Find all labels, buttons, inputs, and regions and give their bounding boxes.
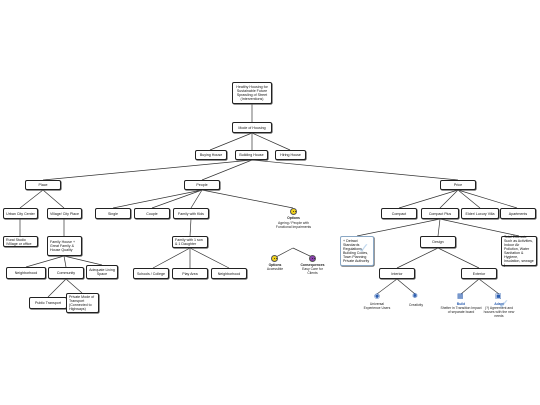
community-label: Community — [56, 271, 76, 275]
check-mark-icon-right: ✓ — [498, 296, 510, 312]
buying-house-node[interactable]: Buying House — [195, 150, 227, 160]
urban-city-center-node[interactable]: Urban City Center — [3, 208, 38, 219]
family-kids-detail-node[interactable]: Family with 1 son & 1 Daughter — [172, 236, 208, 248]
interior-node[interactable]: Interior — [379, 268, 415, 279]
adequate-living-space-node[interactable]: Adequate Living Space — [86, 265, 118, 279]
root-node-label: Healthy Housing for Sustainable Future S… — [236, 85, 268, 101]
adapt-title: Adapt — [494, 302, 504, 306]
apartments-node[interactable]: Apartments — [500, 208, 536, 219]
village-city-place-node[interactable]: Village/ City Place — [47, 208, 82, 219]
smile-icon-options-left — [271, 255, 278, 262]
elder-luxury-villa-label: Elder/ Luxury Villa — [465, 211, 495, 216]
design-label: Design — [432, 240, 444, 244]
person-icon-universal: ◉ — [374, 293, 381, 300]
hiring-house-node[interactable]: Hiring House — [275, 150, 306, 160]
price-label: Price — [453, 183, 463, 187]
smile-icon-consequences — [309, 255, 316, 262]
apartments-label: Apartments — [508, 211, 528, 216]
check-mark-icon-left: ✓ — [358, 240, 370, 256]
compact-plus-node[interactable]: Compact Plus — [421, 208, 459, 219]
creativity-label: Creativity — [408, 303, 424, 307]
universal-experience-label: Universal Experience Users — [363, 302, 391, 310]
play-area-label: Play Area — [182, 271, 198, 276]
adapt-label: (?) Agreement and houses with the new ne… — [483, 306, 515, 318]
build-label: Shelter in Transition Impact of separate… — [440, 306, 482, 314]
people-label: People — [196, 183, 208, 187]
smile-icon-options-top — [290, 208, 297, 215]
private-transport-node[interactable]: Private Mode of Transport (Connected to … — [66, 293, 99, 313]
play-area-node[interactable]: Play Area — [172, 268, 208, 279]
neighborhood-label-place: Neighborhood — [14, 271, 38, 275]
place-node[interactable]: Place — [25, 180, 61, 190]
consequences-detail: Easy Care for Clients — [302, 267, 323, 275]
single-label: Single — [108, 211, 118, 216]
compact-label: Compact — [391, 211, 407, 216]
creativity-icon: ✺ — [412, 293, 418, 300]
total-estimate-label: Total Estimate Such as Activities, Indoo… — [504, 235, 534, 267]
rural-studio-label: Rural Studio /Village or office — [6, 237, 32, 246]
couple-node[interactable]: Couple — [134, 208, 170, 219]
people-node[interactable]: People — [184, 180, 220, 190]
options-left-label: Options — [268, 263, 282, 267]
compact-plus-label: Compact Plus — [428, 211, 452, 216]
family-house-label: Family House + Great Family & House Qual… — [50, 240, 76, 252]
mode-of-housing-node[interactable]: Mode of Housing — [232, 122, 272, 133]
interior-label: Interior — [391, 271, 403, 276]
design-node[interactable]: Design — [420, 236, 456, 248]
adequate-living-space-label: Adequate Living Space — [89, 268, 115, 276]
family-with-kids-label: Family with Kids — [178, 211, 204, 216]
mode-of-housing-label: Mode of Housing — [238, 125, 266, 130]
building-icon: ▦ — [457, 293, 464, 300]
community-node[interactable]: Community — [48, 267, 84, 279]
exterior-node[interactable]: Exterior — [461, 268, 497, 279]
total-estimate-node[interactable]: Total Estimate Such as Activities, Indoo… — [501, 235, 537, 267]
neighborhood-label-people: Neighborhood — [217, 271, 241, 276]
urban-city-center-label: Urban City Center — [6, 211, 35, 216]
exterior-label: Exterior — [472, 271, 486, 276]
rural-studio-node[interactable]: Rural Studio /Village or office — [3, 236, 38, 247]
family-house-node[interactable]: Family House + Great Family & House Qual… — [47, 236, 82, 256]
family-with-kids-node[interactable]: Family with Kids — [173, 208, 209, 219]
price-node[interactable]: Price — [440, 180, 476, 190]
options-left-detail: Accessible — [266, 267, 284, 271]
private-transport-label: Private Mode of Transport (Connected to … — [69, 295, 95, 311]
detract-standards-label: + Detract Standards Regulations, Buildin… — [343, 239, 370, 263]
village-city-place-label: Village/ City Place — [50, 211, 79, 216]
public-transport-node[interactable]: Public Transport — [29, 297, 67, 309]
schools-college-label: Schools / College — [137, 271, 165, 276]
buying-house-label: Buying House — [199, 153, 223, 157]
building-house-node[interactable]: Building House — [235, 150, 268, 160]
public-transport-label: Public Transport — [35, 301, 61, 305]
compact-node[interactable]: Compact — [381, 208, 417, 219]
single-node[interactable]: Single — [95, 208, 131, 219]
neighborhood-node-people[interactable]: Neighborhood — [211, 268, 247, 279]
neighborhood-node-place[interactable]: Neighborhood — [6, 267, 46, 279]
consequences-label: Consequences — [300, 263, 325, 267]
adapt-icon: ▣ — [495, 293, 502, 300]
hiring-house-label: Hiring House — [280, 153, 301, 157]
place-label: Place — [38, 183, 48, 187]
building-house-label: Building House — [239, 153, 264, 157]
options-top-detail: Ageing / People with Functional Impairme… — [275, 221, 312, 229]
detract-standards-node[interactable]: + Detract Standards Regulations, Buildin… — [340, 236, 374, 266]
root-node[interactable]: Healthy Housing for Sustainable Future S… — [232, 82, 272, 104]
couple-label: Couple — [146, 211, 158, 216]
options-top-label: Options — [287, 216, 300, 220]
build-title: Build — [456, 302, 466, 306]
schools-college-node[interactable]: Schools / College — [133, 268, 169, 279]
elder-luxury-villa-node[interactable]: Elder/ Luxury Villa — [461, 208, 499, 219]
family-kids-detail-label: Family with 1 son & 1 Daughter — [175, 238, 203, 246]
